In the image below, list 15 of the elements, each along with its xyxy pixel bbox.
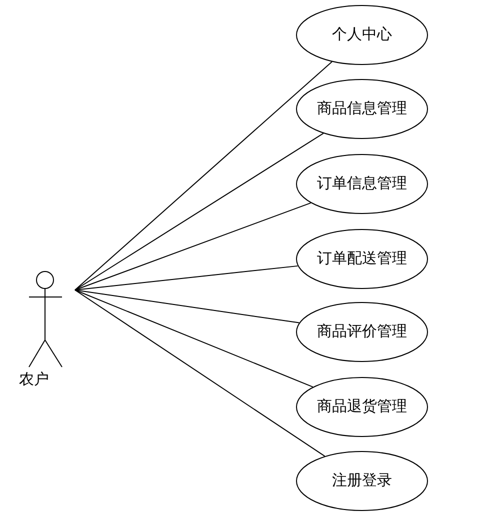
use-case-label: 订单信息管理 [316,174,408,193]
association-line [74,265,298,290]
use-case-label: 商品评价管理 [316,322,408,341]
use-case-label: 商品退货管理 [316,397,408,416]
use-case-label: 订单配送管理 [316,249,408,268]
use-case-label: 个人中心 [331,25,393,44]
use-case-label: 商品信息管理 [316,99,408,118]
use-case-label: 注册登录 [331,471,393,490]
actor-label: 农户 [19,370,49,389]
association-line [74,132,324,290]
association-line [74,202,312,290]
association-line [74,290,300,324]
association-line [74,61,332,290]
association-line [74,290,314,388]
association-line [74,290,326,457]
